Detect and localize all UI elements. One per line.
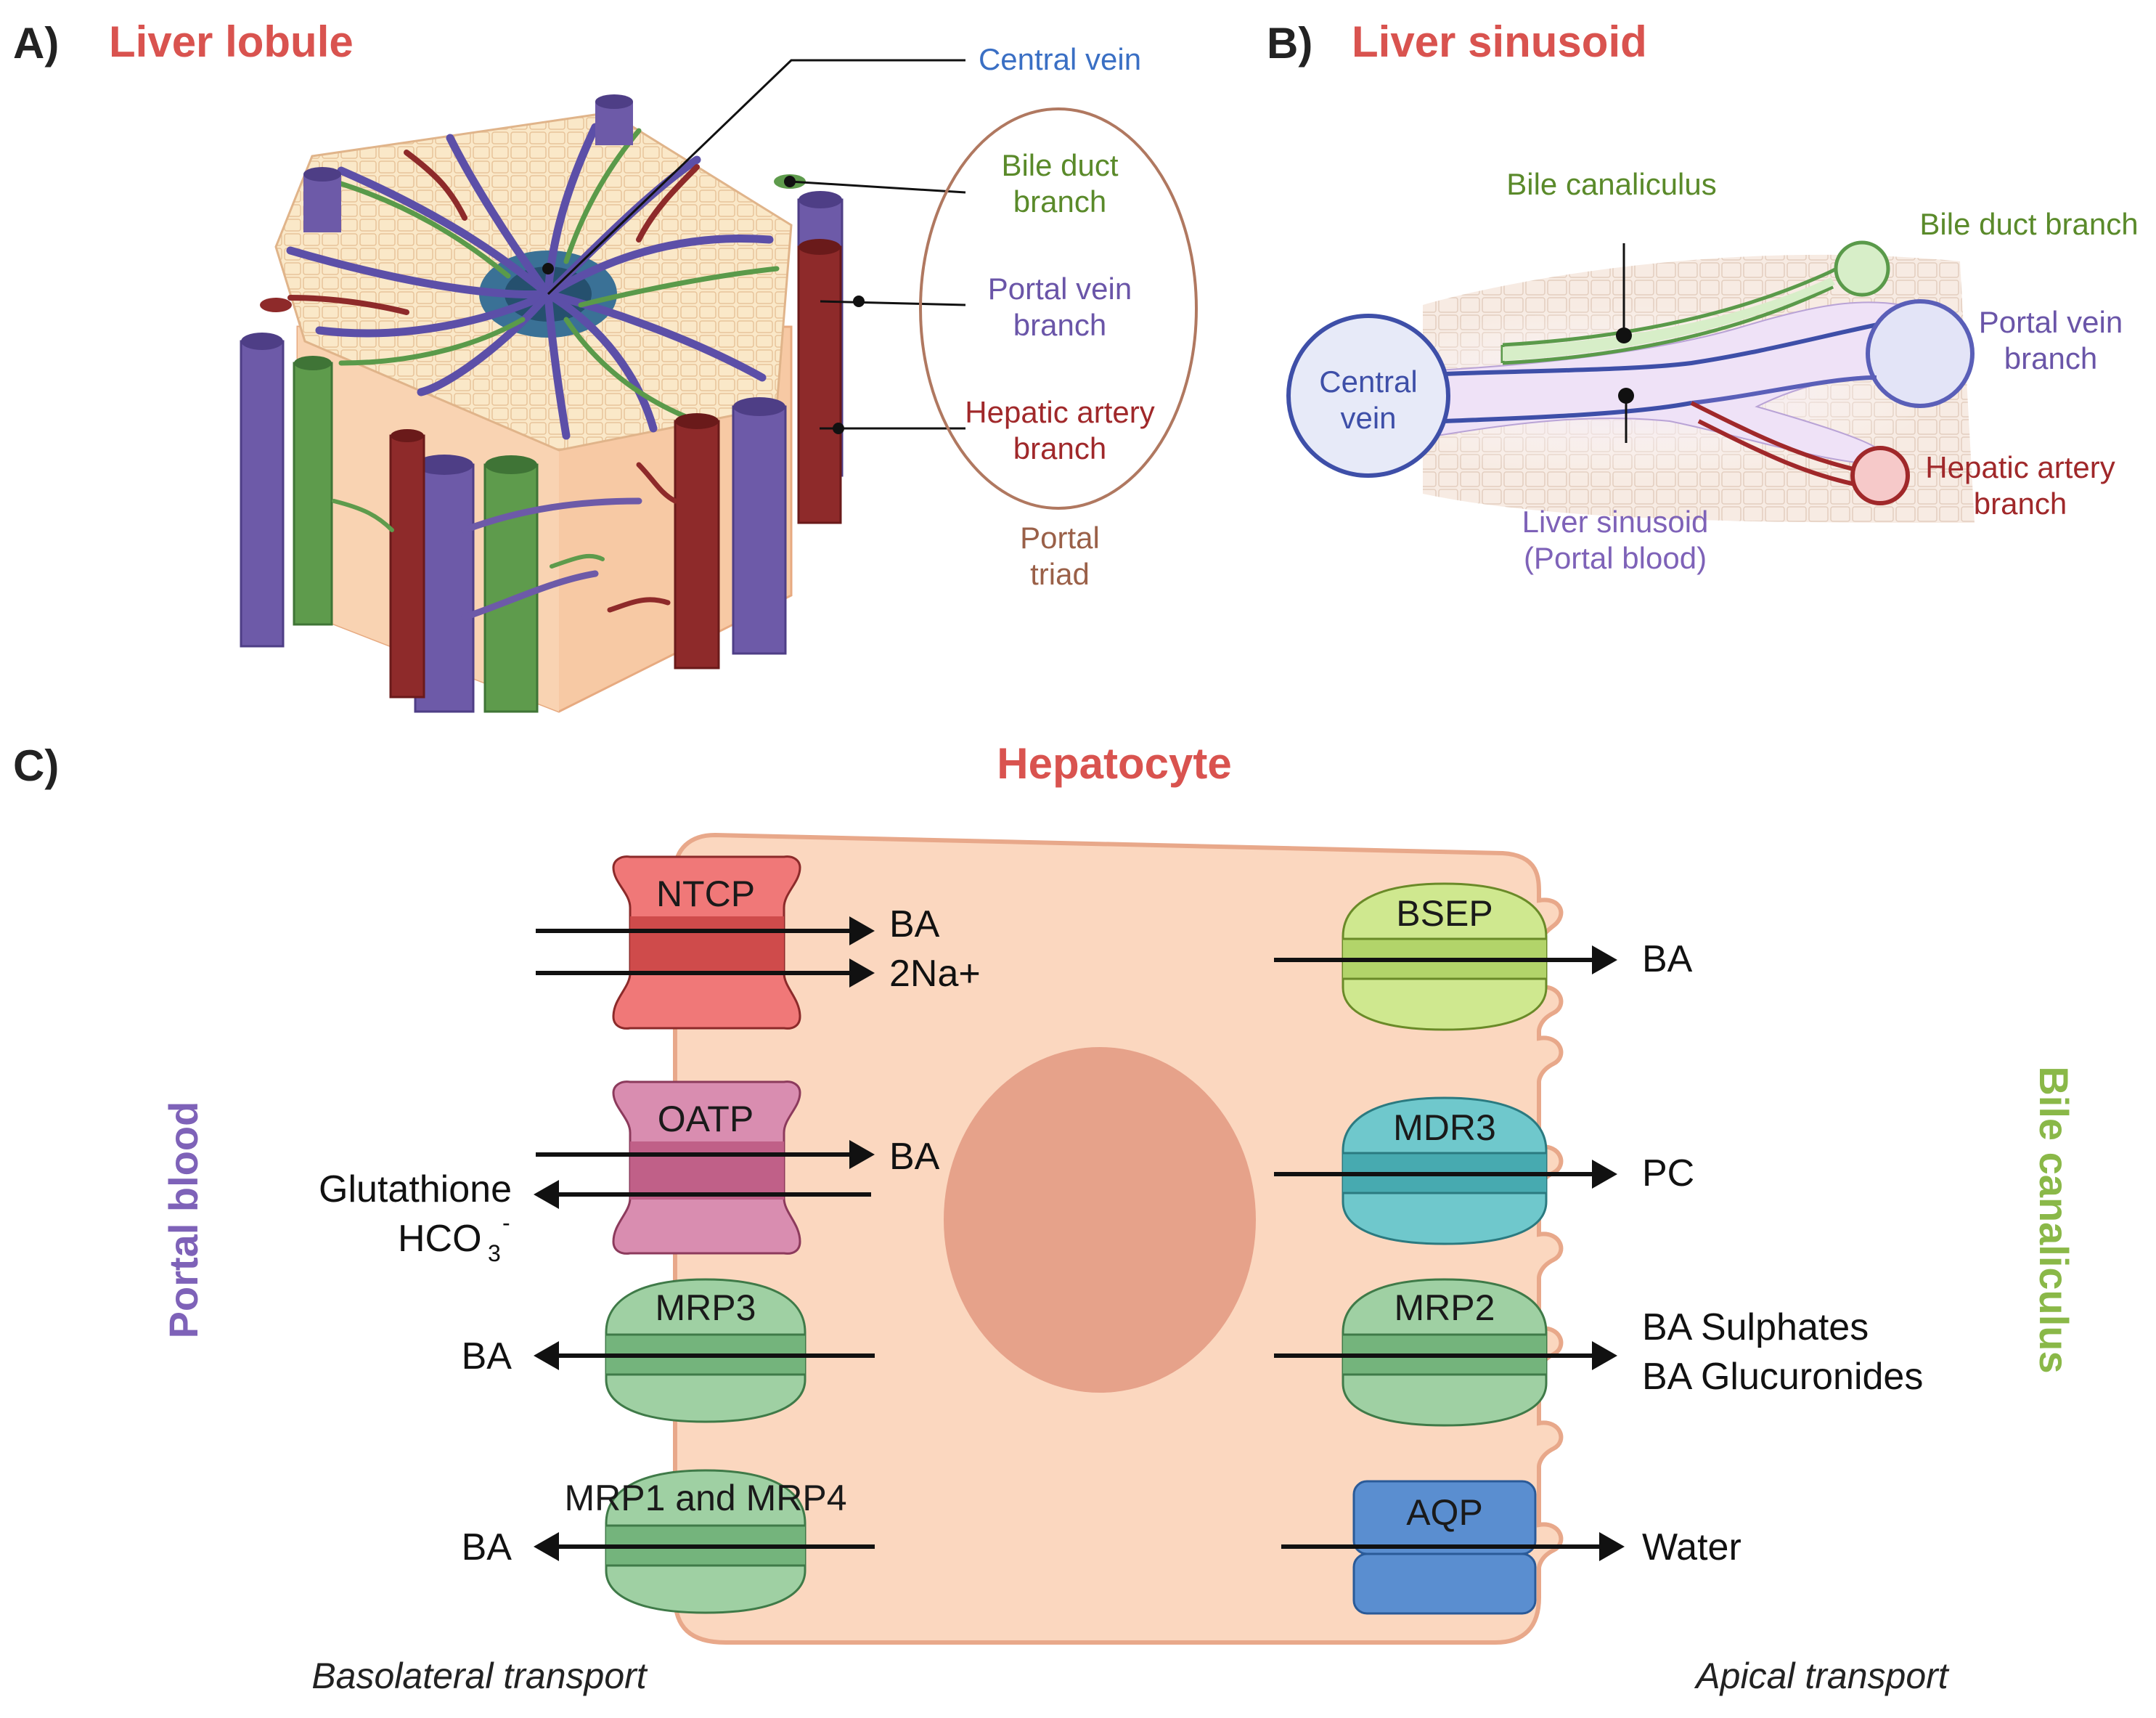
liver-lobule-illustration xyxy=(240,94,844,713)
transporter-mdr3: MDR3 xyxy=(1342,1096,1548,1245)
transporter-ntcp-label: NTCP xyxy=(656,874,755,914)
transporter-mrp3: MRP3 xyxy=(605,1278,807,1423)
substrate-aqp-water: Water xyxy=(1642,1526,1741,1568)
label-hepatic-artery-b-line2: branch xyxy=(1974,487,2067,521)
caption-apical: Apical transport xyxy=(1694,1656,1949,1696)
label-bile-duct-branch: Bile duct branch xyxy=(1919,207,2138,241)
substrate-oatp-bicarbonate: HCO 3 - xyxy=(398,1210,510,1266)
label-hepatic-artery-b-line1: Hepatic artery xyxy=(1925,450,2115,484)
panel-c: C) Hepatocyte Portal blood Bile canalicu… xyxy=(13,739,2077,1696)
bicarbonate-base: HCO xyxy=(398,1218,482,1260)
substrate-mrp2-sulphates: BA Sulphates xyxy=(1642,1306,1869,1348)
hepatocyte-cell xyxy=(673,832,1564,1645)
panel-a-leaders xyxy=(547,59,966,430)
substrate-bsep-ba: BA xyxy=(1642,938,1693,980)
label-portal-triad-line2: triad xyxy=(1030,557,1090,591)
label-portal-vein-b-line2: branch xyxy=(2004,341,2097,375)
panel-a-letter: A) xyxy=(13,19,59,68)
side-label-bile-canaliculus: Bile canaliculus xyxy=(2031,1066,2077,1373)
label-central-vein-b-line1: Central xyxy=(1319,365,1417,399)
bicarbonate-subscript: 3 xyxy=(488,1240,501,1266)
substrate-mrp3-ba: BA xyxy=(462,1335,513,1377)
panel-c-title: Hepatocyte xyxy=(997,739,1231,788)
panel-b-title: Liver sinusoid xyxy=(1352,17,1647,66)
label-hepatic-artery-line2: branch xyxy=(1013,431,1106,465)
substrate-mdr3-pc: PC xyxy=(1642,1152,1694,1194)
substrate-oatp-glutathione: Glutathione xyxy=(319,1168,512,1210)
transporter-oatp-label: OATP xyxy=(658,1099,754,1139)
transporter-mrp3-label: MRP3 xyxy=(656,1287,756,1328)
transporter-mrp2: MRP2 xyxy=(1342,1278,1548,1427)
portal-triad-outline xyxy=(919,107,1198,510)
label-portal-vein-line1: Portal vein xyxy=(988,272,1132,306)
label-portal-triad-line1: Portal xyxy=(1020,521,1100,555)
label-bile-canaliculus-top: Bile canaliculus xyxy=(1506,167,1717,201)
label-bile-duct-line1: Bile duct xyxy=(1001,148,1118,182)
sinusoid-illustration xyxy=(1286,240,1975,523)
transporter-bsep-label: BSEP xyxy=(1396,893,1493,934)
panel-a-title: Liver lobule xyxy=(109,17,354,66)
label-central-vein-b-line2: vein xyxy=(1340,401,1396,435)
label-portal-vein-line2: branch xyxy=(1013,308,1106,342)
label-hepatic-artery-line1: Hepatic artery xyxy=(965,395,1154,429)
label-liver-sinusoid-line2: (Portal blood) xyxy=(1524,541,1707,575)
panel-c-letter: C) xyxy=(13,741,59,790)
transporter-oatp: OATP xyxy=(612,1080,801,1255)
transporter-aqp-label: AQP xyxy=(1406,1492,1483,1533)
side-label-portal-blood: Portal blood xyxy=(160,1102,206,1339)
panel-b-letter: B) xyxy=(1267,19,1312,68)
transport-arrows xyxy=(536,927,1618,1550)
substrate-oatp-ba: BA xyxy=(889,1136,940,1178)
substrate-ntcp-na: 2Na+ xyxy=(889,953,981,995)
bicarbonate-superscript: - xyxy=(502,1210,510,1236)
portal-triad-tubes xyxy=(240,94,844,713)
substrate-mrp14-ba: BA xyxy=(462,1526,513,1568)
transporter-bsep: BSEP xyxy=(1342,882,1548,1031)
caption-basolateral: Basolateral transport xyxy=(311,1656,648,1696)
transporter-ntcp: NTCP xyxy=(612,855,801,1030)
panel-b: B) Liver sinusoid xyxy=(1267,17,2139,575)
nucleus xyxy=(944,1047,1256,1393)
label-bile-duct-line2: branch xyxy=(1013,184,1106,219)
substrate-mrp2-glucuronides: BA Glucuronides xyxy=(1642,1356,1923,1398)
transporter-mdr3-label: MDR3 xyxy=(1393,1107,1496,1148)
transporter-mrp2-label: MRP2 xyxy=(1395,1287,1495,1328)
transporter-mrp1-mrp4-label: MRP1 and MRP4 xyxy=(564,1478,846,1518)
label-central-vein: Central vein xyxy=(979,42,1141,76)
label-portal-vein-b-line1: Portal vein xyxy=(1979,305,2123,339)
transporter-aqp: AQP xyxy=(1352,1480,1537,1615)
label-liver-sinusoid-line1: Liver sinusoid xyxy=(1522,505,1709,539)
panel-a: A) Liver lobule xyxy=(13,17,1198,713)
substrate-ntcp-ba: BA xyxy=(889,903,940,945)
